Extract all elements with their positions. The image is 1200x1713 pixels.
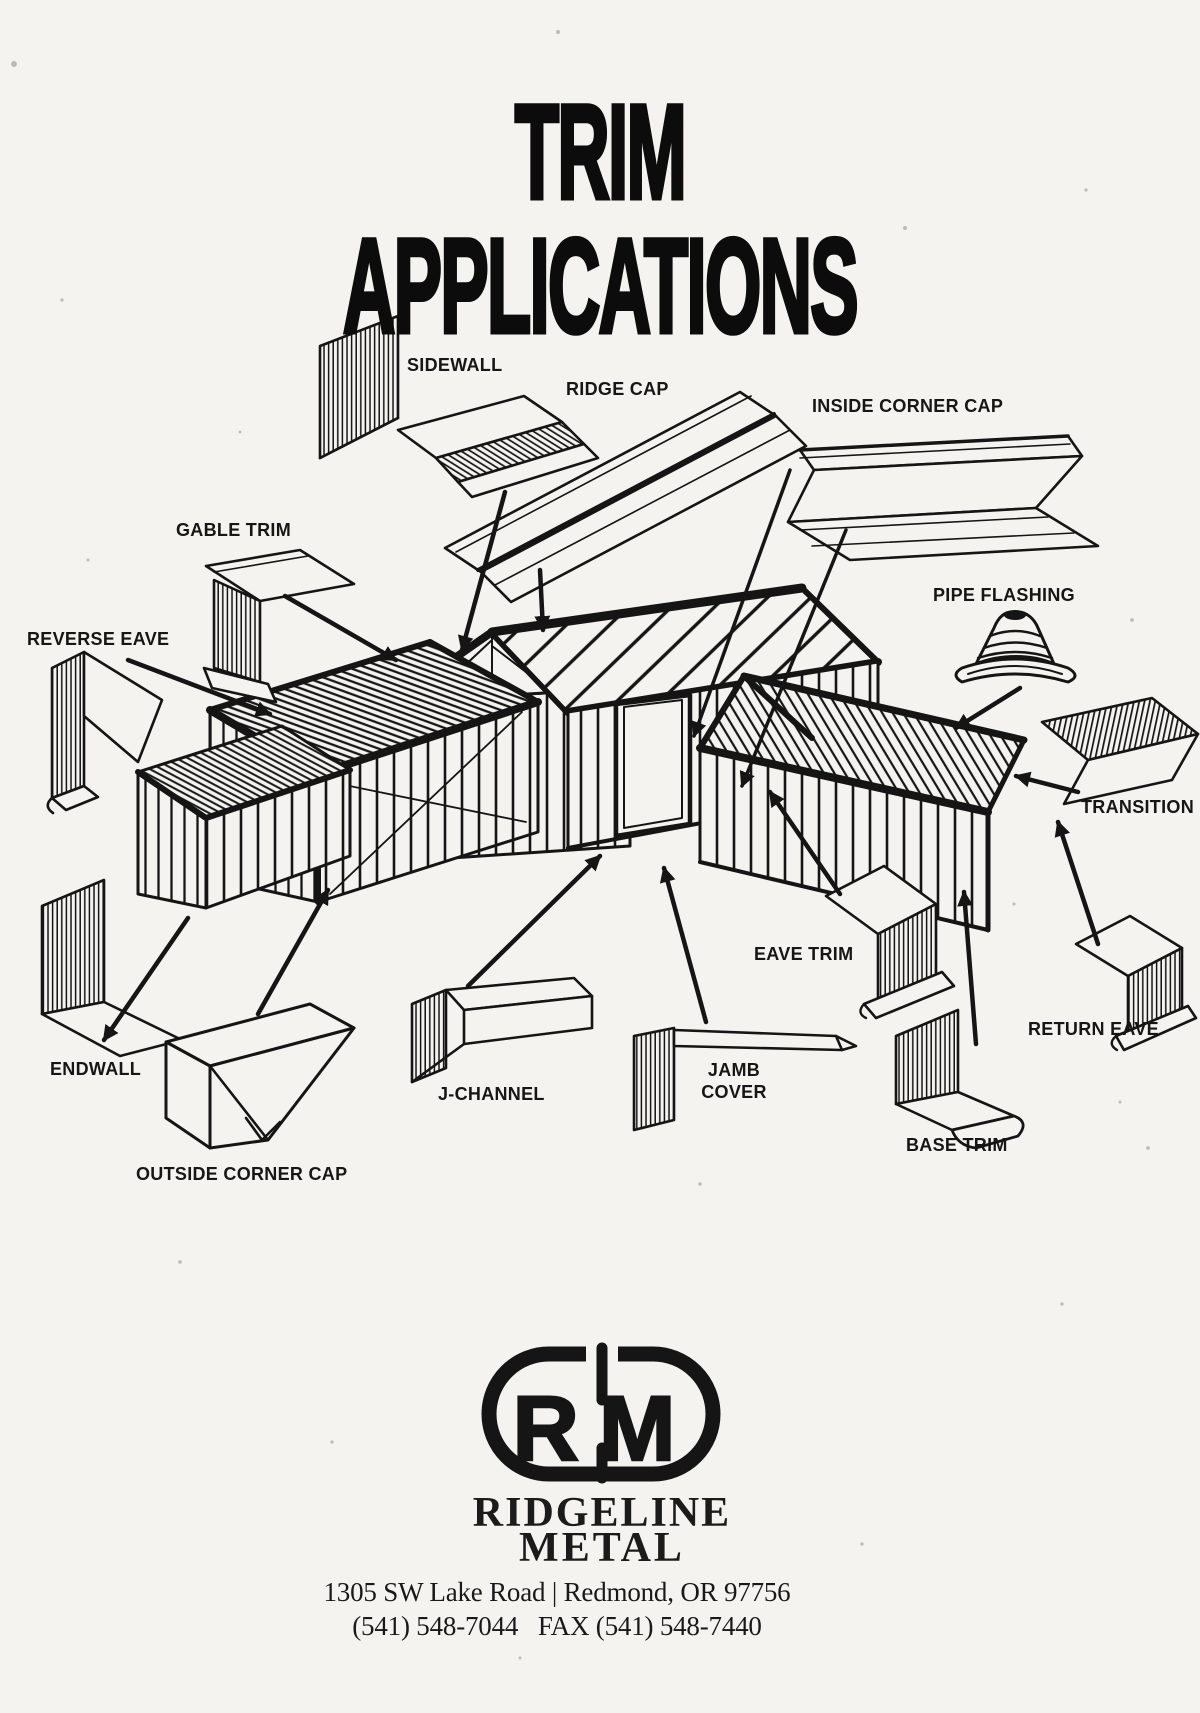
arrow-eave-trim [767, 789, 843, 897]
eave-trim-illustration [824, 864, 956, 1020]
label-jamb-cover: JAMB COVER [701, 1060, 767, 1102]
arrow-sidewall [457, 489, 508, 653]
label-inside-corner-cap: INSIDE CORNER CAP [812, 396, 1004, 416]
arrow-ridge-cap [534, 567, 551, 633]
building-illustration [135, 583, 1028, 933]
transition-trim-illustration [1040, 696, 1200, 806]
label-endwall: ENDWALL [50, 1059, 142, 1079]
return-eave-trim-illustration [1074, 914, 1198, 1052]
arrow-return-eave [1054, 819, 1101, 947]
label-ridge-cap: RIDGE CAP [566, 379, 669, 399]
page-title: TRIM APPLICATIONS [342, 78, 860, 361]
arrow-outside-corner-cap [255, 887, 331, 1017]
arrow-inside-corner-cap [691, 468, 792, 738]
company-address: 1305 SW Lake Road | Redmond, OR 97756 [323, 1577, 791, 1607]
scan-noise-speckles [11, 30, 1150, 1660]
company-name-line2: METAL [519, 1525, 685, 1571]
arrow-base-trim [957, 889, 979, 1047]
label-gable-trim: GABLE TRIM [176, 520, 291, 540]
inside-corner-cap-trim-illustration [786, 434, 1100, 562]
label-reverse-eave: REVERSE EAVE [27, 629, 170, 649]
logo-monogram: RM [512, 1378, 695, 1480]
label-transition: TRANSITION [1081, 797, 1194, 817]
sidewall-trim-illustration [318, 314, 600, 499]
label-pipe-flashing: PIPE FLASHING [933, 585, 1075, 605]
door-opening [613, 692, 693, 839]
arrow-gable-trim [282, 593, 399, 663]
label-return-eave: RETURN EAVE [1028, 1019, 1159, 1039]
gable-trim-illustration [202, 548, 356, 704]
label-eave-trim: EAVE TRIM [754, 944, 854, 964]
label-j-channel: J-CHANNEL [438, 1084, 545, 1104]
arrow-jamb-cover [659, 865, 709, 1025]
company-name-line1: RIDGELINE [472, 1490, 732, 1536]
outside-corner-cap-trim-illustration [164, 1002, 356, 1150]
pipe-flashing-illustration [954, 610, 1077, 684]
arrow-transition [1013, 771, 1081, 795]
j-channel-trim-illustration [410, 976, 594, 1084]
jamb-cover-trim-illustration [632, 1026, 858, 1132]
arrow-pipe-flashing [953, 685, 1023, 731]
base-trim-illustration [894, 1008, 1025, 1150]
lean-to [135, 724, 353, 910]
arrow-reverse-eave [125, 657, 273, 717]
ridge-cap-trim-illustration [443, 390, 808, 604]
arrow-j-channel [465, 853, 603, 989]
callout-arrows [101, 468, 1101, 1047]
label-sidewall: SIDEWALL [407, 355, 503, 375]
reverse-eave-trim-illustration [46, 650, 164, 815]
arrow-endwall [101, 915, 191, 1043]
ridgeline-metal-logo: RM [481, 1340, 721, 1484]
arrow-inside-corner-cap-2 [739, 528, 848, 788]
label-base-trim: BASE TRIM [906, 1135, 1008, 1155]
label-outside-corner-cap: OUTSIDE CORNER CAP [136, 1164, 348, 1184]
company-phone-fax: (541) 548-7044 FAX (541) 548-7440 [352, 1611, 762, 1641]
